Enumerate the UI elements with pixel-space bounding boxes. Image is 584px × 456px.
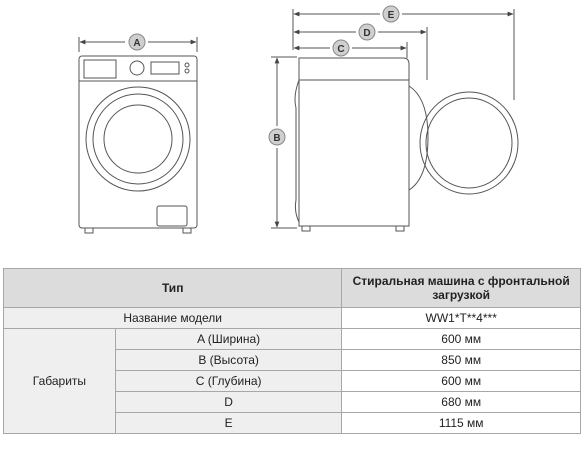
header-type-cell: Тип [2, 268, 343, 308]
washer-side-body [298, 57, 410, 227]
table-header-row: Тип Стиральная машина с фронтальной загр… [2, 268, 581, 308]
table-row: B (Высота) 850 мм [4, 349, 581, 371]
dimension-d-marker [358, 23, 376, 41]
specifications-table: Тип Стиральная машина с фронтальной загр… [2, 268, 581, 434]
door-outer-ring [85, 86, 191, 192]
detergent-drawer [83, 59, 117, 79]
display-panel [150, 61, 180, 75]
dimension-label: D [114, 391, 343, 413]
washer-front-body [78, 55, 198, 229]
side-view [268, 5, 519, 232]
dimension-b-label: B [273, 133, 280, 144]
dimension-e-label: E [388, 10, 395, 21]
table-row: D 680 мм [4, 391, 581, 413]
dimensions-group-label: Габариты [3, 328, 116, 434]
dimension-label: C (Глубина) [114, 370, 343, 392]
open-door-inner [425, 97, 513, 189]
model-name-value: WW1*T**4*** [341, 307, 581, 329]
dimension-c-marker [332, 39, 350, 57]
dimension-value: 600 мм [341, 328, 581, 350]
dimension-label: A (Ширина) [114, 328, 343, 350]
dimension-a-marker [128, 33, 146, 51]
dimension-label: E [114, 412, 343, 434]
dimension-value: 600 мм [341, 370, 581, 392]
header-machine-type-cell: Стиральная машина с фронтальной загрузко… [341, 268, 581, 308]
door-inner-ring [92, 93, 184, 185]
table-row: E 1115 мм [4, 412, 581, 434]
dimension-label: B (Высота) [114, 349, 343, 371]
front-view [78, 33, 198, 234]
table-row: Габариты A (Ширина) 600 мм [3, 328, 581, 434]
model-name-label: Название модели [2, 307, 343, 329]
dimension-a-label: A [133, 38, 140, 49]
technical-drawing: A E D C B [78, 5, 519, 234]
model-row: Название модели WW1*T**4*** [2, 307, 581, 329]
open-door-outer [419, 91, 519, 195]
program-dial [129, 60, 145, 76]
dimension-c-label: C [337, 44, 344, 55]
dimension-e-marker [382, 5, 400, 23]
filter-cover [156, 205, 188, 227]
dimension-b-marker [268, 128, 286, 146]
table-row: C (Глубина) 600 мм [4, 370, 581, 392]
dimension-value: 680 мм [341, 391, 581, 413]
dimension-d-label: D [363, 28, 370, 39]
dimension-value: 1115 мм [341, 412, 581, 434]
dimension-value: 850 мм [341, 349, 581, 371]
